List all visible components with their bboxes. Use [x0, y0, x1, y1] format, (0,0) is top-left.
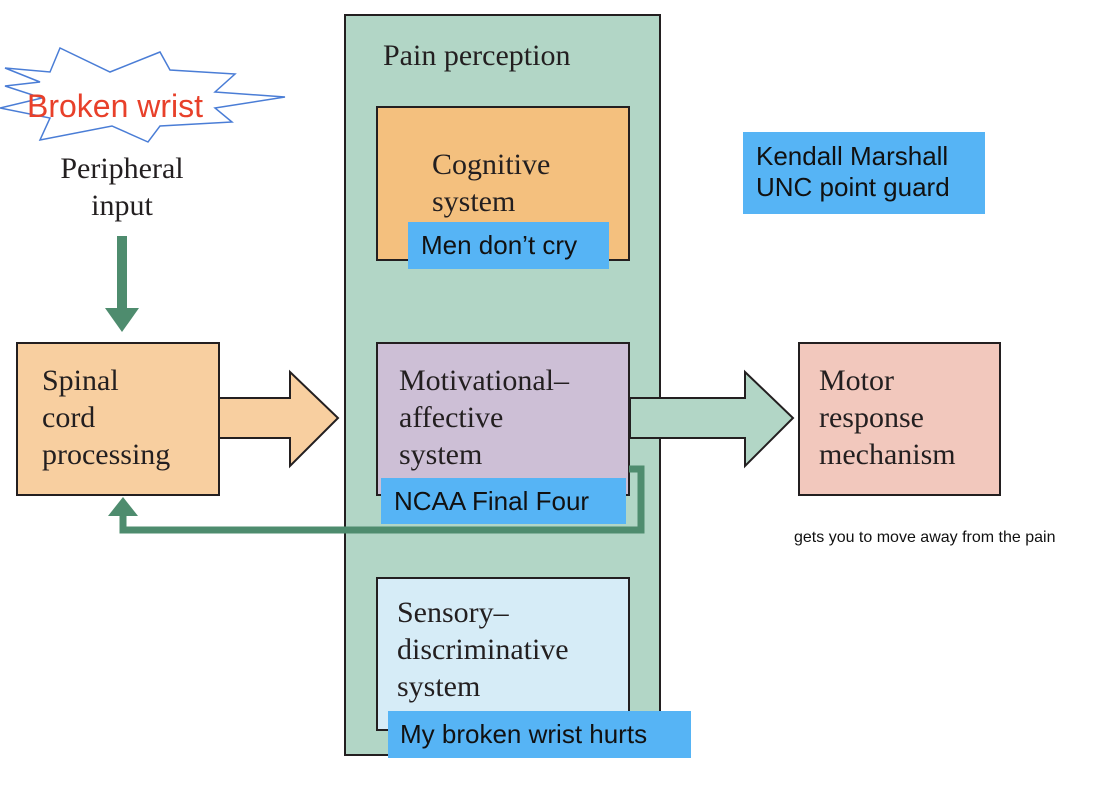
note-men-dont-cry: Men don’t cry [408, 222, 609, 269]
peripheral-arrow-head [105, 308, 139, 332]
feedback-arrow-head [108, 497, 138, 516]
peripheral-line-1: Peripheral [60, 152, 184, 185]
spinal-to-pain-arrow [218, 369, 340, 469]
motor-line-1: Motor [819, 364, 894, 397]
sensory-line-1: Sensory– [397, 596, 509, 629]
output-arrow [629, 369, 795, 469]
motor-response-box [798, 342, 1001, 496]
motivational-line-2: affective [399, 401, 504, 434]
note-my-broken-wrist-hurts: My broken wrist hurts [388, 711, 691, 758]
kendall-line-1: Kendall Marshall [756, 141, 949, 171]
spinal-line-1: Spinal [42, 364, 119, 397]
motivational-affective-box [376, 342, 630, 496]
peripheral-input-label: Peripheral input [0, 150, 244, 224]
cognitive-line-2: system [432, 185, 516, 218]
note-ncaa-final-four: NCAA Final Four [381, 478, 626, 524]
feedback-path [119, 465, 645, 534]
peripheral-arrow-shaft [117, 236, 127, 312]
spinal-line-2: cord [42, 401, 96, 434]
broken-wrist-burst-shape [0, 46, 286, 143]
motor-response-label: Motor response mechanism [819, 362, 956, 473]
motivational-label: Motivational– affective system [399, 362, 569, 473]
sensory-label: Sensory– discriminative system [397, 594, 569, 705]
pain-perception-title: Pain perception [383, 39, 571, 72]
sensory-line-2: discriminative [397, 633, 569, 666]
motor-line-3: mechanism [819, 438, 956, 471]
motor-line-2: response [819, 401, 924, 434]
cognitive-label: Cognitive system [432, 146, 550, 220]
spinal-line-3: processing [42, 438, 171, 471]
cognitive-line-1: Cognitive [432, 148, 551, 181]
motivational-line-3: system [399, 438, 483, 471]
motivational-line-1: Motivational– [399, 364, 569, 397]
note-kendall-marshall: Kendall Marshall UNC point guard [743, 132, 985, 214]
motor-caption: gets you to move away from the pain [794, 529, 1056, 546]
peripheral-line-2: input [91, 189, 153, 222]
kendall-line-2: UNC point guard [756, 172, 950, 202]
broken-wrist-label: Broken wrist [27, 88, 204, 124]
sensory-discriminative-box [376, 577, 630, 731]
sensory-line-3: system [397, 670, 481, 703]
spinal-cord-label: Spinal cord processing [42, 362, 170, 473]
